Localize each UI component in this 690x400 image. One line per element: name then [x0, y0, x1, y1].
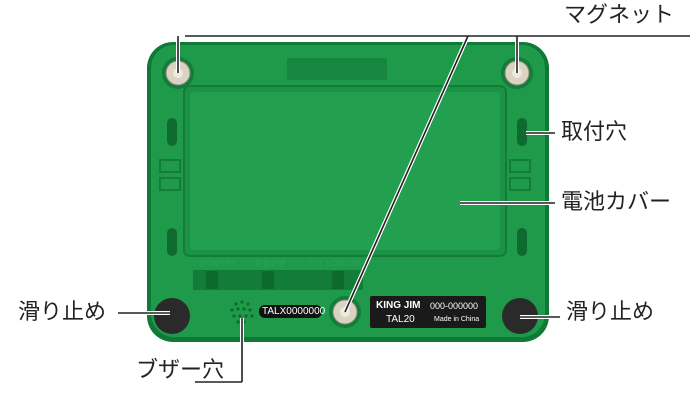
switch-label: 音量切替	[254, 259, 286, 268]
made-in: Made in China	[434, 316, 480, 323]
buzzer-grill	[230, 300, 254, 324]
callout-mount-hole: 取付穴	[561, 120, 628, 145]
battery-cover-panel	[190, 92, 500, 250]
switch-label: 音ON/OFF	[198, 259, 237, 268]
switch-label: ライトON/OFF	[308, 259, 363, 268]
cover-latch	[287, 58, 387, 80]
product-label	[370, 296, 486, 328]
callout-magnet: マグネット	[564, 3, 675, 28]
brand-name: KING JIM	[376, 300, 421, 311]
product-code: 000-000000	[430, 301, 479, 311]
model-name: TAL20	[386, 314, 415, 325]
callout-non-slip-right: 滑り止め	[566, 300, 655, 325]
switch-rail	[193, 270, 363, 290]
callout-buzzer-hole: ブザー穴	[136, 358, 225, 383]
callout-battery-cover: 電池カバー	[561, 190, 672, 215]
keyhole-icons	[167, 118, 527, 256]
serial-number: TALX0000000	[262, 306, 326, 317]
leader-lines	[118, 35, 690, 383]
callout-non-slip-left: 滑り止め	[18, 300, 107, 325]
serial-tag	[259, 305, 322, 318]
